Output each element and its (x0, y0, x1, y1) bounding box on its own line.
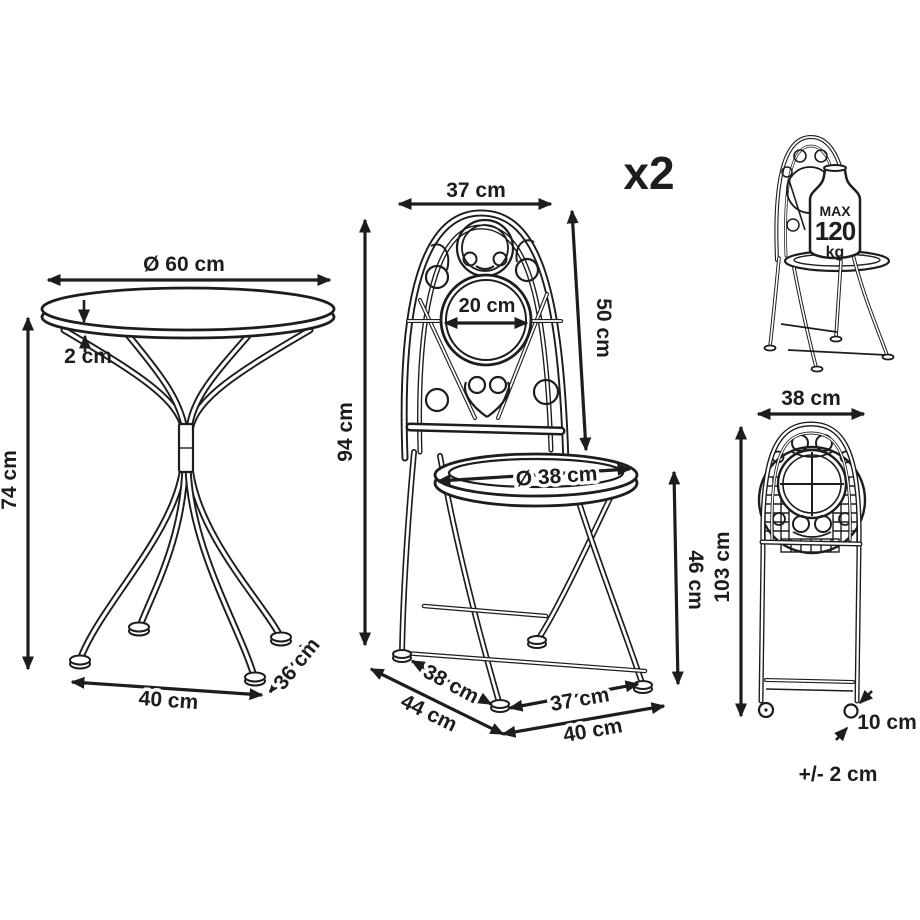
table-figure: Ø 60 cm 2 cm 74 cm 40 cm 36 cm (0, 253, 336, 718)
table-base-width-arrow (70, 676, 264, 701)
table-height-label: 74 cm (0, 450, 21, 510)
chair-total-width-label: 40 cm (562, 714, 625, 747)
folded-foot-right (843, 703, 859, 719)
max-load-line2: 120 (815, 216, 856, 246)
chair-backrest-height-label: 50 cm (592, 298, 615, 358)
chair-base-width-label: 37 cm (549, 683, 612, 716)
chair-backrest-height-arrow (566, 209, 592, 452)
chair-backrest-circle (439, 273, 533, 367)
table-base-depth-arrow (268, 638, 313, 694)
table-diameter-label: Ø 60 cm (143, 253, 225, 276)
chair-total-depth-arrow (369, 667, 505, 736)
max-load-line3: kg (826, 244, 845, 261)
tolerance-note: +/- 2 cm (799, 763, 878, 786)
chair-total-width-arrow (501, 702, 666, 738)
table-top-surface (40, 286, 336, 332)
table-thickness-label: 2 cm (64, 345, 112, 368)
chair-seat-height-arrow (668, 470, 684, 686)
mini-chair-feet (763, 335, 895, 373)
table-feet (69, 621, 292, 687)
table-base-width-label: 40 cm (138, 687, 199, 714)
max-load-weight: MAX 120 kg (808, 164, 862, 261)
chair-seat-height-label: 46 cm (684, 550, 707, 610)
folded-chair-figure: 38 cm 103 cm 10 cm (711, 387, 917, 742)
max-load-figure: MAX 120 kg (763, 135, 895, 373)
chair-seat-diameter-arrow (436, 463, 632, 487)
folded-depth-arrow-bottom (834, 726, 849, 742)
chair-figure: 20 cm Ø 38 cm 37 cm (334, 147, 707, 751)
folded-depth-arrow-top (858, 689, 874, 705)
chair-height-label: 94 cm (334, 402, 357, 462)
folded-depth-label: 10 cm (857, 711, 917, 734)
folded-height-label: 103 cm (711, 531, 734, 602)
max-load-line1: MAX (819, 203, 851, 219)
quantity-label: x2 (623, 147, 674, 199)
folded-width-label: 38 cm (781, 387, 841, 410)
chair-circle-label: 20 cm (459, 295, 516, 317)
chair-backrest-width-label: 37 cm (446, 179, 506, 202)
